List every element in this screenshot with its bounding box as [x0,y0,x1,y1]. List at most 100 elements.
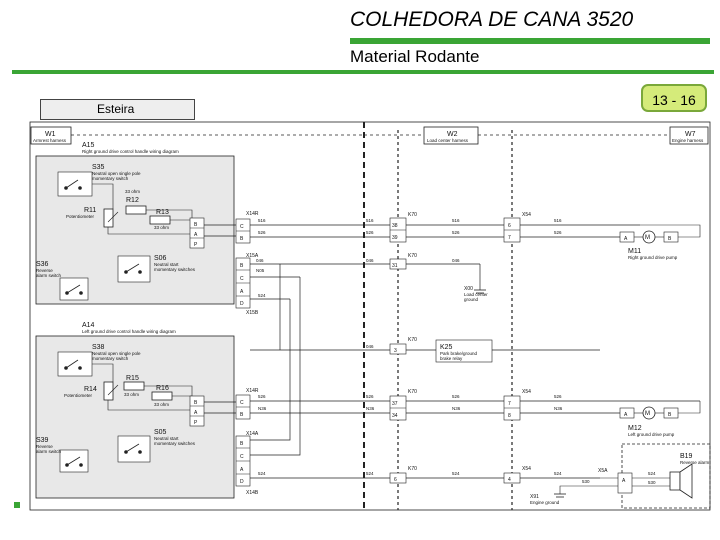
connector-w2-id: W2 [447,131,458,138]
svg-text:524: 524 [452,471,460,476]
svg-text:C: C [240,276,244,282]
svg-text:A: A [240,467,244,473]
svg-text:526: 526 [366,230,374,235]
svg-text:516: 516 [452,218,460,223]
svg-text:A: A [624,236,628,242]
svg-text:A: A [624,412,628,418]
page-number-badge: 13 - 16 [641,84,707,112]
header-divider [12,70,714,74]
svg-text:C: C [240,224,244,230]
pot-r11-id: R11 [84,207,96,214]
relay-k70-mid: 3 K70 [389,337,417,355]
connector-x54-lower: 7 8 X54 4 X54 [503,389,531,484]
svg-text:A: A [240,289,244,295]
svg-text:B: B [194,400,198,406]
page-title: COLHEDORA DE CANA 3520 [350,8,634,31]
switch-s36-desc1: Reverse [36,268,53,273]
svg-text:Load center: Load center [464,292,488,297]
svg-text:A: A [194,232,198,238]
svg-text:D: D [240,301,244,307]
connector-x14r-upper: C B X14R [235,211,259,244]
svg-text:530: 530 [648,480,656,485]
svg-text:M: M [645,235,650,241]
relay-k70-upper: 38 39 K70 31 K70 [389,212,417,270]
svg-text:6: 6 [508,223,511,229]
svg-text:P: P [194,242,198,248]
svg-text:526: 526 [452,394,460,399]
svg-text:M12: M12 [628,425,642,432]
connector-x15a: B C A D X15A X15B [235,253,259,316]
svg-text:046: 046 [452,258,460,263]
resistor-r12-id: R12 [126,197,139,204]
svg-text:524: 524 [258,471,266,476]
connector-w1-desc: Armrest harness [33,138,67,143]
svg-text:Engine ground: Engine ground [530,500,560,505]
page-subtitle: Material Rodante [350,47,480,66]
wire-524-a: 524 [258,293,266,298]
relay-k70-lower: 37 34 K70 6 K70 [389,389,417,484]
svg-text:530: 530 [582,479,590,484]
connector-x14r-lower: C B X14R [235,388,259,420]
svg-text:6: 6 [394,477,397,483]
connector-x15a-id: X15A [246,253,259,259]
svg-text:K70: K70 [408,389,417,395]
connector-x14r-id: X14R [246,211,259,217]
svg-text:X14A: X14A [246,431,259,437]
module-a14-desc: Left ground drive control handle wiring … [82,329,176,334]
svg-text:brake relay: brake relay [440,356,463,361]
svg-text:046: 046 [366,344,374,349]
connector-w1-id: W1 [45,131,56,138]
connector-w7-desc: Engine harness [672,138,704,143]
svg-text:34: 34 [392,413,398,419]
svg-text:X5A: X5A [598,468,608,474]
resistor-r16-id: R16 [156,385,169,392]
upper-wires [204,224,640,456]
svg-text:7: 7 [508,235,511,241]
svg-text:526: 526 [554,230,562,235]
svg-text:N36: N36 [554,406,563,411]
lower-wires [204,264,700,479]
connector-w7-id: W7 [685,131,696,138]
switch-s39-desc1: Reverse [36,444,53,449]
pot-r11-desc: Potentiometer [66,214,95,219]
svg-text:B: B [240,236,244,242]
svg-text:4: 4 [508,477,511,483]
connector-w2-desc: Load center harness [427,138,469,143]
switch-s06-desc1: Neutral start [154,262,179,267]
switch-s05-desc2: momentary switches [154,441,196,446]
wire-516-a: 516 [258,218,266,223]
svg-text:B: B [668,412,672,418]
svg-text:39: 39 [392,235,398,241]
svg-text:516: 516 [554,218,562,223]
schematic-frame [29,121,711,511]
resistor-r13-id: R13 [156,209,169,216]
svg-text:N36: N36 [258,406,267,411]
svg-text:X91: X91 [530,494,539,500]
section-tab-esteira[interactable]: Esteira [40,99,195,120]
svg-text:C: C [240,454,244,460]
switch-s38-desc1: Neutral open single pole [92,351,141,356]
switch-s06-desc2: momentary switches [154,267,196,272]
svg-text:8: 8 [508,413,511,419]
svg-text:Reverse alarm: Reverse alarm [680,460,710,465]
svg-text:K70: K70 [408,337,417,343]
svg-text:7: 7 [508,401,511,407]
svg-text:B: B [194,222,198,228]
svg-text:K70: K70 [408,253,417,259]
wire-526-a: 526 [258,230,266,235]
svg-text:046: 046 [366,258,374,263]
svg-text:N36: N36 [452,406,461,411]
connector-x15b-id: X15B [246,310,259,316]
switch-s38-desc2: momentary switch [92,356,129,361]
resistor-r12-val: 33 ohm [125,189,140,194]
svg-text:K25: K25 [440,344,453,351]
svg-text:526: 526 [452,230,460,235]
svg-text:516: 516 [366,218,374,223]
wire-n05-a: N05 [256,268,265,273]
corner-marker [14,502,20,508]
switch-s35-desc2: momentary switch [92,176,129,181]
module-a15-id: A15 [82,142,95,149]
motor-m12: A M B M12 Left ground drive pump [619,401,701,437]
svg-text:K70: K70 [408,466,417,472]
